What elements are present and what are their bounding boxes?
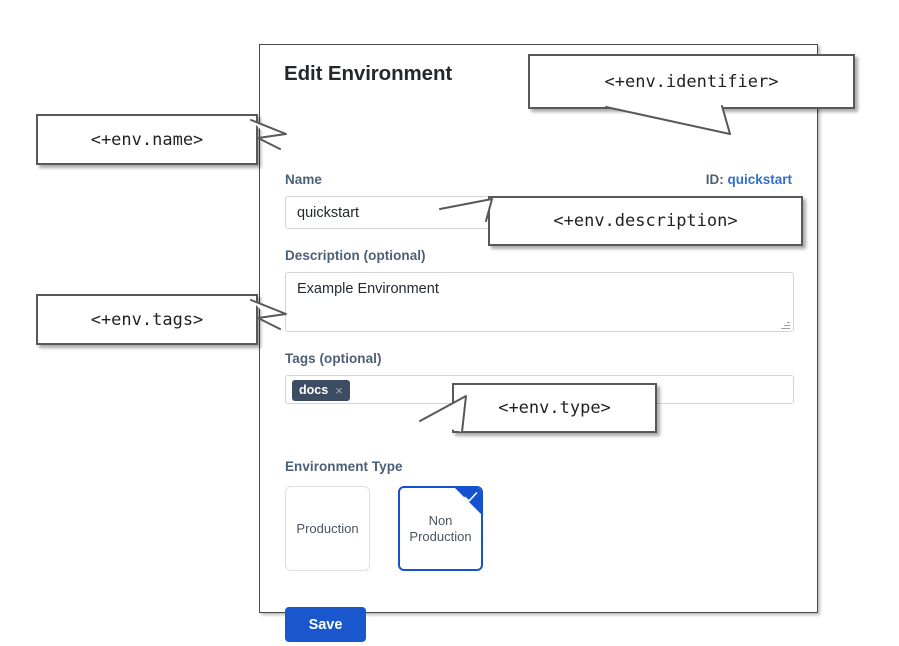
environment-id-value[interactable]: quickstart [727,172,792,187]
tag-chip[interactable]: docs × [292,380,350,401]
callout-env-identifier-text: <+env.identifier> [604,71,779,92]
callout-env-type: <+env.type> [452,383,657,433]
callout-env-tags: <+env.tags> [36,294,258,345]
callout-env-description: <+env.description> [488,196,803,246]
callout-identifier-tail [605,105,731,135]
environment-type-label: Environment Type [285,459,403,474]
callout-env-identifier: <+env.identifier> [528,54,855,109]
environment-type-option-production-label: Production [296,520,359,536]
environment-type-option-production[interactable]: Production [285,486,370,571]
callout-name-tail [250,119,287,150]
callout-description-tail [439,198,493,222]
page-title: Edit Environment [284,62,453,85]
save-button[interactable]: Save [285,607,366,642]
tags-label: Tags (optional) [285,351,382,366]
tag-chip-label: docs [299,383,329,398]
callout-tags-tail [250,299,287,330]
environment-id-key: ID: [705,172,724,187]
callout-env-name: <+env.name> [36,114,258,165]
callout-env-tags-text: <+env.tags> [90,309,204,330]
callout-env-type-text: <+env.type> [498,398,611,418]
name-label: Name [285,172,322,187]
description-label: Description (optional) [285,248,426,263]
description-textarea[interactable]: Example Environment [285,272,794,332]
selected-check-icon [455,488,481,514]
tag-remove-icon[interactable]: × [335,383,343,398]
callout-env-name-text: <+env.name> [90,129,204,150]
environment-id: ID: quickstart [706,172,792,187]
callout-type-tail [419,395,467,433]
callout-env-description-text: <+env.description> [553,211,738,231]
